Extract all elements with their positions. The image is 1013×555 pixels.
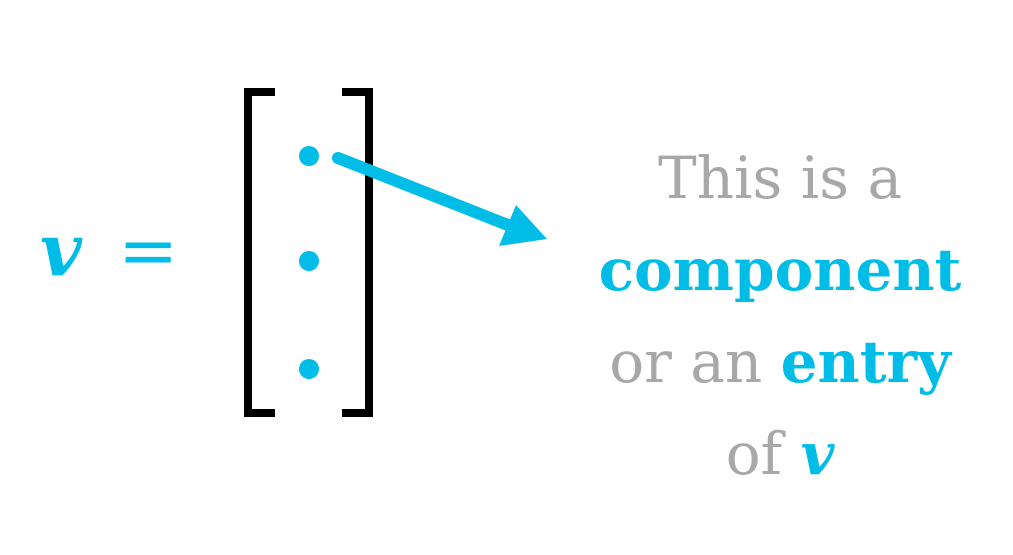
caption-component-highlight: component — [598, 236, 962, 304]
entry-dot-middle — [299, 251, 319, 271]
caption-of: of — [725, 420, 783, 488]
caption-line-4: of v — [570, 408, 990, 500]
entry-dot-top — [299, 146, 319, 166]
caption-intro: This is a — [657, 144, 903, 212]
caption-or-an: or an — [609, 328, 763, 396]
arrow-icon — [332, 152, 547, 246]
arrow-head — [499, 205, 547, 246]
left-bracket — [244, 88, 275, 417]
caption-line-2: component — [570, 224, 990, 316]
caption-line-1: This is a — [570, 132, 990, 224]
caption-line-3: or an entry — [570, 316, 990, 408]
equals-sign: = — [118, 208, 178, 292]
arrow-shaft — [332, 152, 514, 231]
vector-symbol: v — [40, 207, 83, 292]
caption-vector-symbol: v — [800, 420, 835, 488]
right-bracket — [342, 88, 373, 417]
caption: This is a component or an entry of v — [570, 132, 990, 500]
caption-entry-highlight: entry — [780, 328, 951, 396]
entry-dot-bottom — [299, 359, 319, 379]
